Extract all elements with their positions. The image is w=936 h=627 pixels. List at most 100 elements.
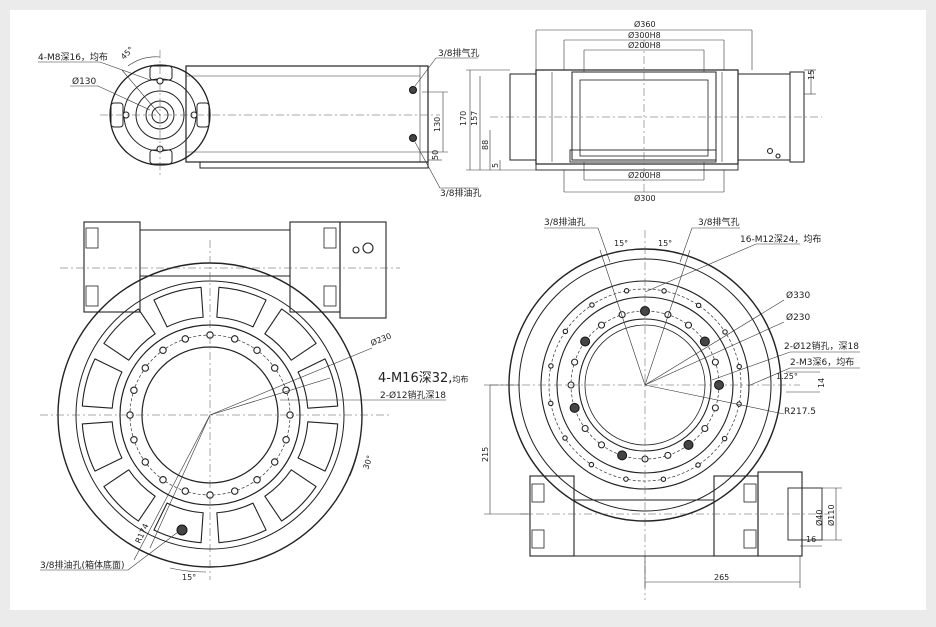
lightening-pocket: [153, 502, 204, 544]
bolt-hole: [181, 487, 190, 495]
bolt-hole: [661, 288, 667, 294]
label-d230-left: Ø230: [369, 330, 393, 347]
bolt-hole: [597, 321, 606, 329]
label-d130: Ø130: [72, 76, 97, 87]
bolt-hole: [684, 321, 693, 329]
bolt-hole: [736, 363, 742, 370]
bolt-hole: [130, 386, 138, 395]
label-angle-45: 45°: [119, 45, 135, 61]
bolt-hole: [722, 329, 728, 335]
bolt-hole: [660, 476, 667, 482]
label-w265: 265: [714, 573, 729, 582]
label-h170: 170: [459, 111, 468, 126]
bolt-hole: [270, 458, 279, 466]
label-d200h8-top: Ø200H8: [628, 40, 661, 50]
label-m12-holes: 16-M12深24，均布: [740, 233, 821, 245]
bolt-hole: [695, 462, 701, 468]
bolt-hole: [623, 476, 629, 482]
bolt-hole: [588, 461, 595, 468]
bolt-hole: [589, 302, 595, 308]
label-h50: 50: [431, 150, 440, 160]
lightening-pocket: [264, 308, 317, 361]
lightening-pocket: [264, 469, 317, 522]
label-angle-15-b: 15°: [658, 239, 672, 248]
bolt-hole: [683, 439, 694, 450]
bolt-hole: [141, 458, 150, 466]
bolt-hole: [253, 346, 261, 355]
bolt-hole: [695, 302, 702, 309]
label-d330: Ø330: [786, 290, 811, 301]
label-m3-holes: 2-M3深6，均布: [790, 356, 854, 368]
bolt-hole: [664, 311, 672, 319]
label-vent-top: 3/8排气孔: [438, 47, 480, 59]
label-h5: 5: [491, 163, 500, 168]
label-r217: R217.5: [784, 407, 816, 417]
lightening-pockets: [81, 286, 339, 544]
label-h16: 16: [806, 535, 816, 544]
view-plan-right: [484, 227, 860, 600]
bolt-hole: [711, 404, 719, 412]
label-angle-15-a: 15°: [614, 239, 628, 248]
bolt-hole: [230, 487, 239, 495]
annotations: 4-M8深16，均布 45° Ø130 3/8排气孔 130 50 3/8排油孔…: [38, 19, 859, 582]
label-d300: Ø300: [634, 193, 656, 203]
bolt-hole: [159, 475, 167, 484]
bolt-hole: [580, 336, 591, 347]
bolt-hole: [664, 451, 672, 459]
bolt-hole: [562, 328, 569, 335]
lightening-pocket: [81, 358, 123, 409]
bolt-hole: [581, 424, 589, 433]
bolt-hole: [159, 346, 167, 355]
label-angle-15-left: 15°: [182, 573, 196, 582]
bolt-hole: [548, 363, 554, 369]
label-d230-right: Ø230: [786, 312, 811, 323]
label-h130: 130: [433, 117, 442, 132]
label-angle-125: 1.25°: [776, 372, 798, 381]
lightening-pocket: [297, 358, 339, 409]
label-angle-30: 30°: [361, 454, 374, 470]
label-h88: 88: [481, 140, 490, 150]
label-drain-bottom: 3/8排油孔(箱体底面): [40, 559, 125, 571]
label-d200h8-bot: Ø200H8: [628, 170, 661, 180]
bolt-hole: [597, 441, 606, 449]
bolt-circle-right: [548, 288, 742, 482]
bolt-hole: [141, 364, 150, 372]
label-d110: Ø110: [826, 504, 836, 526]
bolt-hole: [270, 364, 279, 372]
label-d40: Ø40: [814, 510, 824, 526]
label-d360: Ø360: [634, 19, 656, 29]
bolt-hole: [130, 435, 138, 444]
lightening-pocket: [81, 421, 123, 472]
drawing-sheet: 4-M8深16，均布 45° Ø130 3/8排气孔 130 50 3/8排油孔…: [10, 10, 926, 610]
view-side-left: [38, 50, 478, 189]
label-drain-top-right: 3/8排油孔: [544, 216, 586, 228]
bolt-hole: [699, 336, 710, 347]
label-d300h8: Ø300H8: [628, 30, 661, 40]
bolt-hole: [569, 402, 580, 413]
label-pin-holes-left: 2-Ø12销孔深18: [380, 389, 446, 401]
lightening-pocket: [103, 469, 156, 522]
technical-drawing: 4-M8深16，均布 45° Ø130 3/8排气孔 130 50 3/8排油孔…: [38, 19, 860, 600]
bolt-hole: [230, 335, 239, 343]
bolt-circle-left: [126, 331, 294, 499]
view-front-right: [466, 29, 822, 196]
bolt-hole: [181, 335, 190, 343]
label-drain-side: 3/8排油孔: [440, 187, 482, 199]
bolt-hole: [562, 435, 568, 441]
label-h15: 15: [807, 70, 816, 80]
bolt-hole: [711, 358, 719, 366]
lightening-pocket: [216, 502, 267, 544]
bolt-hole: [617, 450, 628, 461]
label-h215: 215: [481, 447, 490, 462]
housing-body: [185, 65, 429, 163]
label-vent-top-right: 3/8排气孔: [698, 216, 740, 228]
label-h157: 157: [470, 111, 479, 126]
bolt-hole: [701, 424, 709, 433]
lightening-pocket: [153, 286, 204, 328]
bolt-hole: [282, 435, 290, 444]
lightening-pocket: [103, 308, 156, 361]
label-m16-holes: 4-M16深32,均布: [378, 371, 468, 386]
label-m8-holes: 4-M8深16，均布: [38, 51, 108, 63]
label-pin-holes-right: 2-Ø12销孔，深18: [784, 340, 859, 352]
